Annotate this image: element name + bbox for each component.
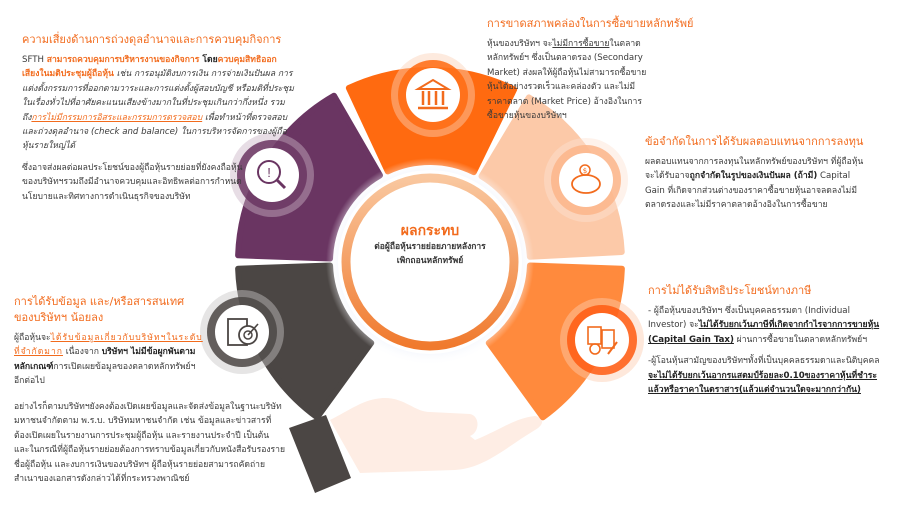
section-returns: ข้อจำกัดในการได้รับผลตอบแทนจากการลงทุน ผ…: [645, 134, 870, 220]
center-subtitle-1: ต่อผู้ถือหุ้นรายย่อยภายหลังการ: [374, 242, 486, 252]
section-title-1: การได้รับข้อมูล และ/หรือสารสนเทศ: [14, 295, 185, 308]
section-tax: การไม่ได้รับสิทธิประโยชน์ทางภาษี - ผู้ถื…: [648, 283, 886, 404]
center-label: ผลกระทบ ต่อผู้ถือหุ้นรายย่อยภายหลังการ เ…: [345, 222, 515, 268]
center-title: ผลกระทบ: [400, 223, 460, 239]
section-body-2: ซึ่งอาจส่งผลต่อผลประโยชน์ของผู้ถือหุ้นรา…: [22, 162, 243, 202]
section-liquidity: การขาดสภาพคล่องในการซื้อขายหลักทรัพย์ หุ…: [487, 16, 694, 130]
section-title: การขาดสภาพคล่องในการซื้อขายหลักทรัพย์: [487, 17, 694, 30]
section-body: - ผู้ถือหุ้นของบริษัทฯ ซึ่งเป็นบุคคลธรรม…: [648, 306, 880, 345]
section-body: ผลตอบแทนจากการลงทุนในหลักทรัพย์ของบริษัท…: [645, 157, 864, 211]
section-info-more: อย่างไรก็ตามบริษัทฯยังคงต้องเปิดเผยข้อมู…: [14, 402, 286, 485]
svg-text:!: !: [267, 165, 271, 180]
section-title-2: ของบริษัทฯ น้อยลง: [14, 311, 104, 324]
clipboard-target-icon: [200, 290, 284, 374]
hand-sleeve: [289, 415, 351, 493]
section-title: ข้อจำกัดในการได้รับผลตอบแทนจากการลงทุน: [645, 135, 864, 148]
center-ring: [341, 173, 519, 351]
svg-text:$: $: [583, 167, 587, 175]
center-subtitle-2: เพิกถอนหลักทรัพย์: [396, 256, 464, 266]
section-body: หุ้นของบริษัทฯ จะไม่มีการซื้อขายในตลาดหล…: [487, 39, 647, 122]
section-body: ผู้ถือหุ้นจะได้รับข้อมูลเกี่ยวกับบริษัทฯ…: [14, 333, 203, 387]
piggy-bank-icon: $: [544, 138, 628, 222]
bank-icon: [391, 53, 475, 137]
section-body-2: -ผู้โอนหุ้นสามัญของบริษัทฯทั้งที่เป็นบุค…: [648, 356, 880, 396]
magnifier-alert-icon: !: [230, 133, 314, 217]
hand-palm: [330, 398, 543, 473]
tax-document-icon: [560, 298, 644, 382]
section-body: SFTH สามารถควบคุมการบริหารงานของกิจการ โ…: [22, 55, 294, 152]
section-title: ความเสี่ยงด้านการถ่วงดุลอำนาจและการควบคุ…: [22, 33, 282, 46]
section-title: การไม่ได้รับสิทธิประโยชน์ทางภาษี: [648, 284, 812, 297]
section-control: ความเสี่ยงด้านการถ่วงดุลอำนาจและการควบคุ…: [22, 32, 294, 211]
section-info: การได้รับข้อมูล และ/หรือสารสนเทศ ของบริษ…: [14, 294, 204, 396]
